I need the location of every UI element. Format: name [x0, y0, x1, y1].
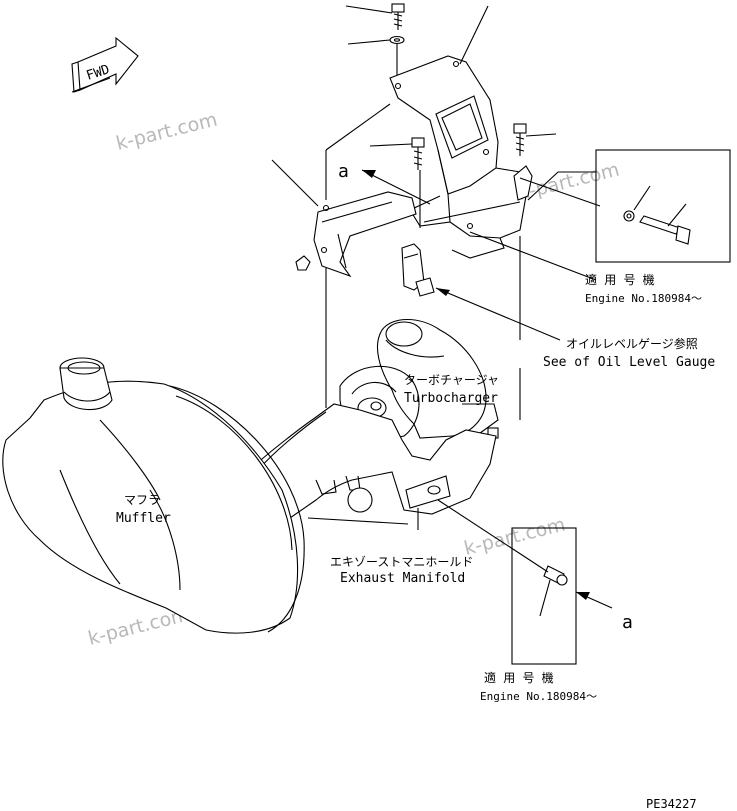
side-bracket: [271, 159, 417, 278]
top-bolt-icon: [345, 3, 405, 30]
muffler-label-en: Muffler: [116, 511, 171, 526]
leader-line: [469, 231, 597, 281]
applicable-bottom-jp: 適 用 号 機: [484, 670, 554, 685]
applicable-bottom-en: Engine No.180984～: [480, 690, 597, 703]
oil-gauge-leader: [435, 287, 561, 341]
manifold-label-jp: エキゾーストマニホールド: [330, 555, 473, 569]
top-washer-icon: [347, 35, 405, 80]
turbocharger: [339, 319, 499, 443]
exhaust-bracket: [389, 5, 533, 259]
applicable-top-jp: 適 用 号 機: [585, 272, 655, 287]
manifold-label-en: Exhaust Manifold: [340, 571, 465, 586]
right-bolt-icon: [513, 123, 557, 156]
assembly-line: [325, 103, 391, 151]
applicable-detail-box-top: [595, 149, 731, 263]
watermark: k-part.com: [114, 108, 220, 154]
leader-line: [519, 177, 601, 207]
muffler-label-jp: マフラ: [124, 493, 160, 507]
muffler: [2, 357, 305, 634]
turbo-label-jp: ターボチャージャ: [404, 373, 499, 387]
turbo-label-en: Turbocharger: [404, 391, 498, 406]
oil-gauge-label-jp: オイルレベルゲージ参照: [566, 336, 698, 351]
detail-letter-top: a: [338, 161, 349, 182]
detail-arrow-top: a: [338, 161, 431, 205]
arrowhead: [436, 288, 450, 296]
fwd-direction-icon: FWD: [71, 36, 139, 93]
applicable-top-en: Engine No.180984～: [585, 292, 702, 305]
oil-gauge-label-en: See of Oil Level Gauge: [543, 355, 715, 370]
drawing-code: PE34227: [646, 797, 697, 811]
oil-gauge-clamp: [401, 243, 435, 297]
applicable-detail-box-bottom: [437, 499, 577, 665]
fwd-label: FWD: [85, 62, 112, 84]
detail-letter-bottom: a: [622, 612, 633, 633]
watermark: k-part.com: [462, 513, 568, 559]
detail-arrow-bottom: a: [575, 591, 633, 633]
